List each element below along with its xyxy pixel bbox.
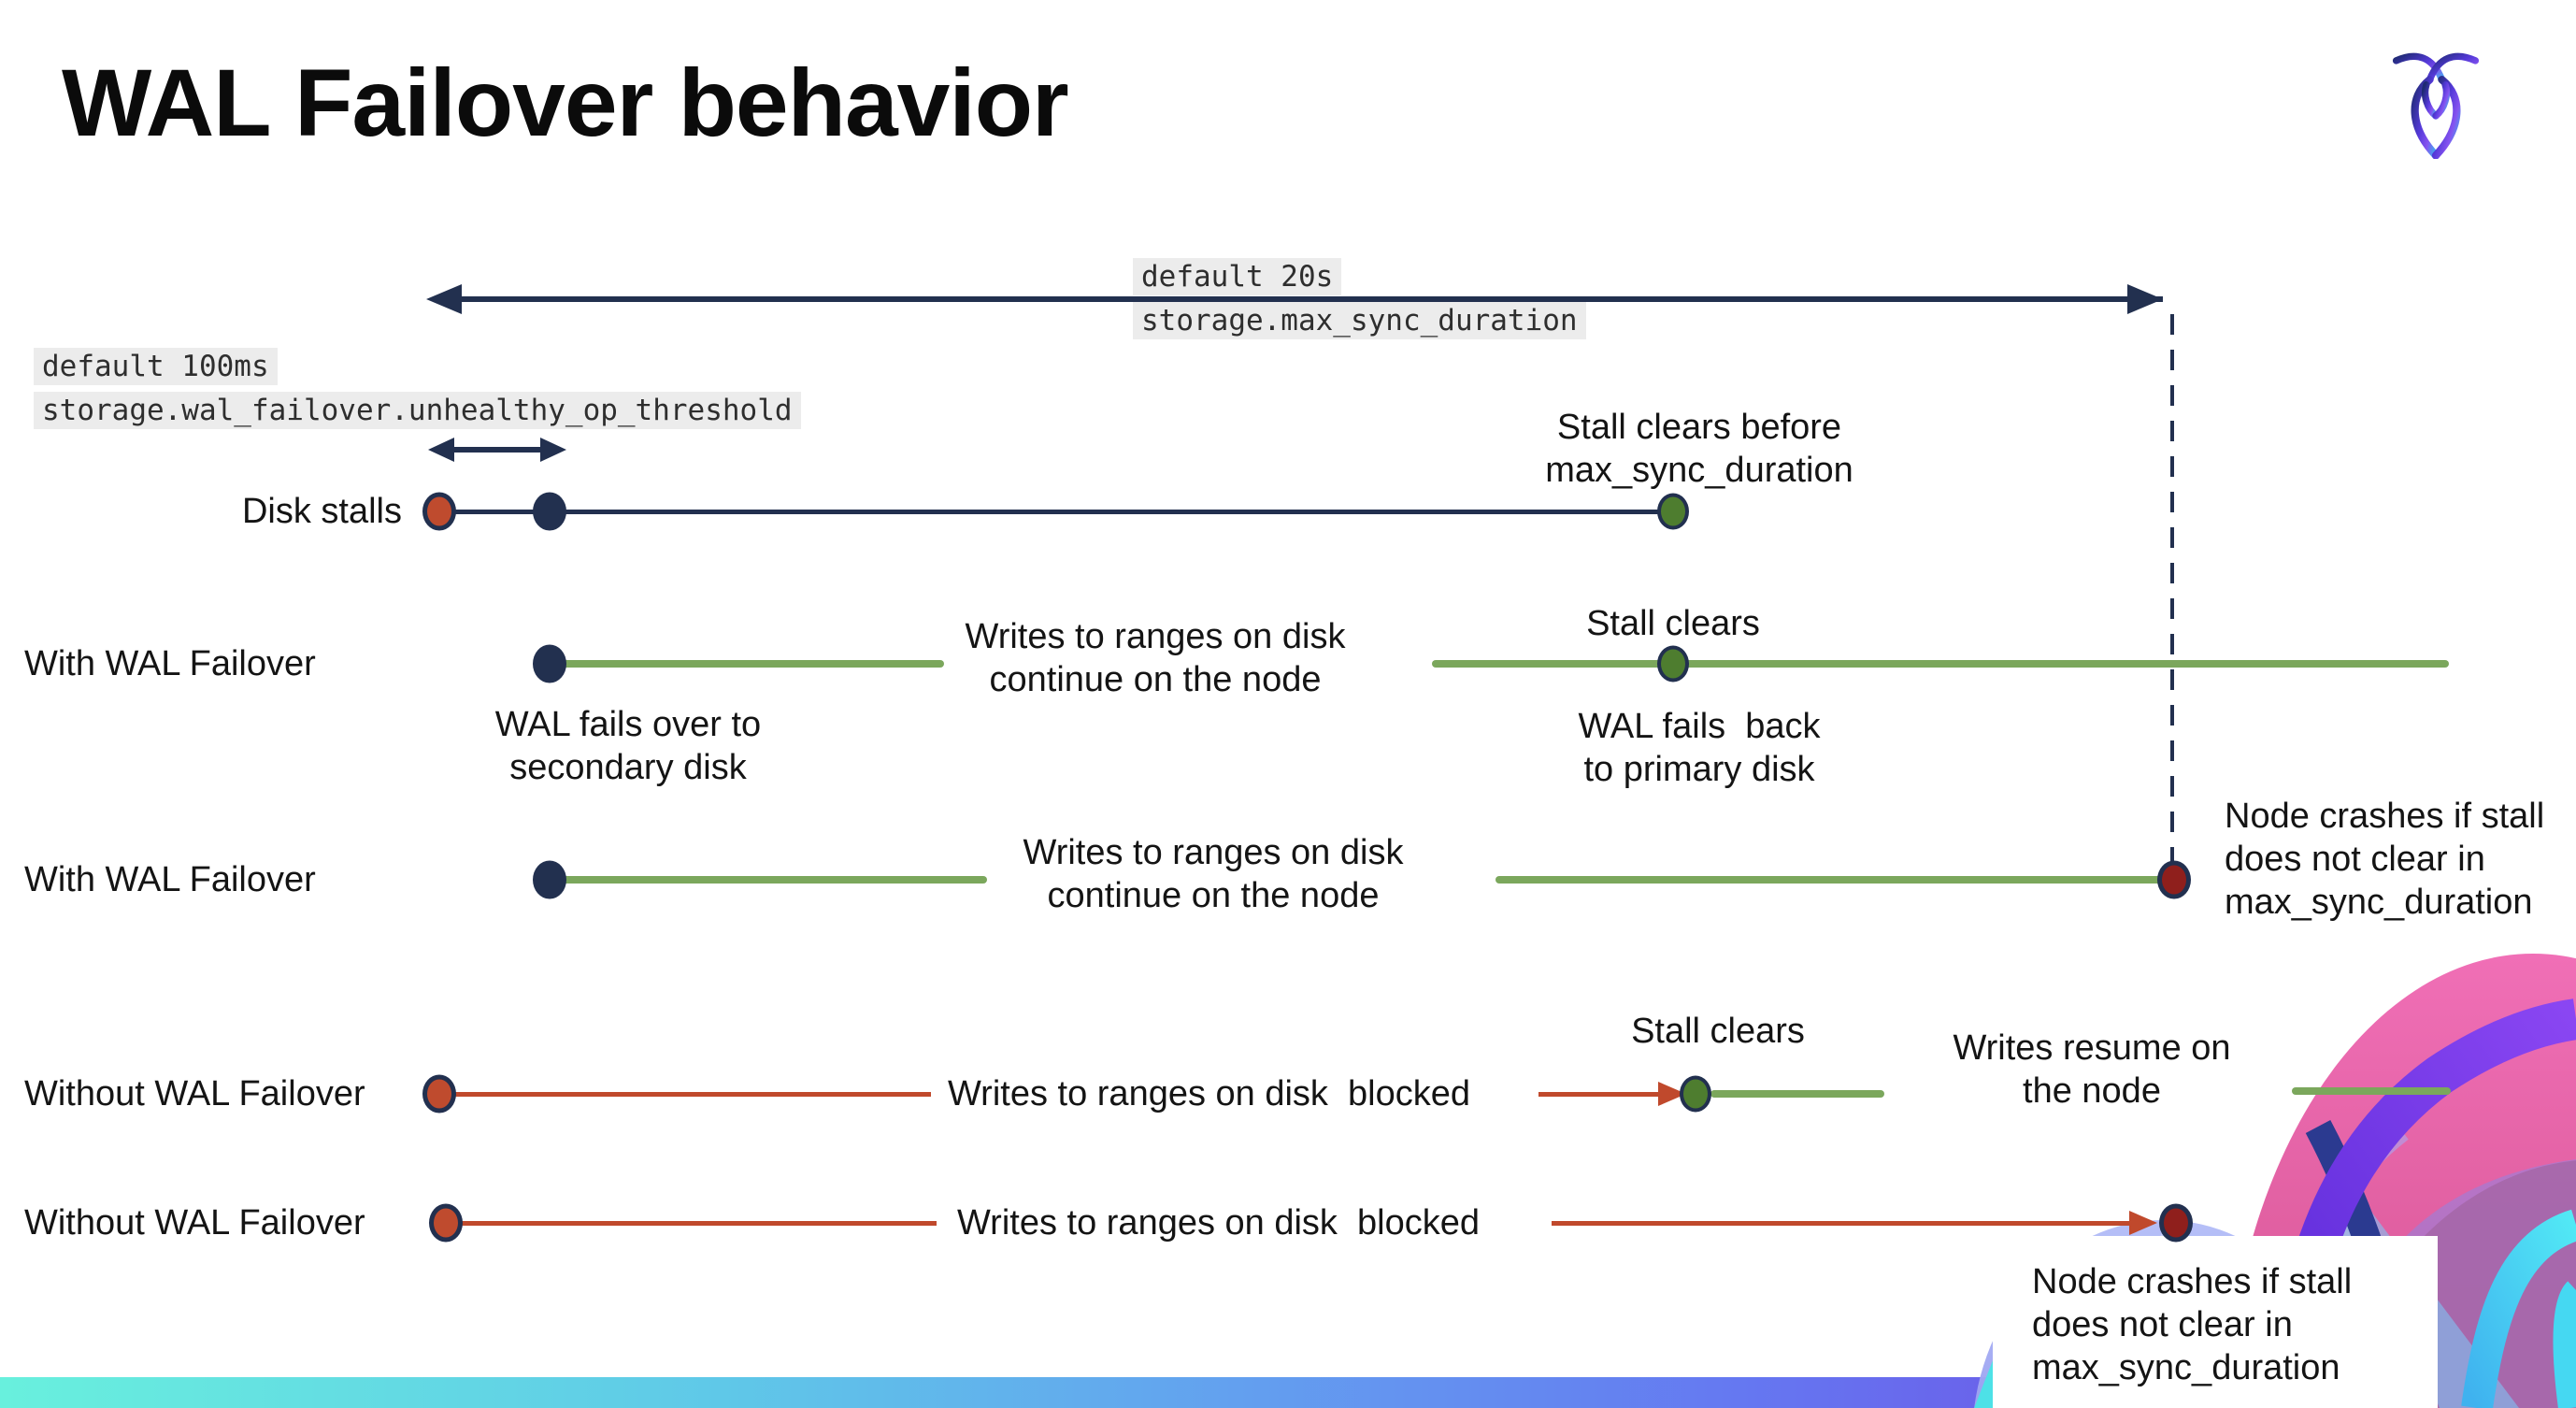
note-stall-clears-before: Stall clears before max_sync_duration — [1545, 408, 1853, 490]
note-wal-fails-back: WAL fails back to primary disk — [1578, 707, 1821, 789]
note-wal-fails-over: WAL fails over to secondary disk — [494, 705, 762, 787]
threshold-config-label: default 100ms storage.wal_failover.unhea… — [34, 348, 801, 429]
healthy-writes-line — [1684, 660, 2449, 668]
blocked-writes-line — [1552, 1221, 2129, 1226]
threshold-arrow-line — [443, 447, 550, 453]
blocked-writes-line — [1538, 1092, 1658, 1097]
arrow-left-icon — [428, 438, 454, 462]
note-writes-blocked: Writes to ranges on disk blocked — [957, 1203, 1481, 1243]
failover-threshold-dot — [533, 492, 566, 531]
healthy-writes-line — [563, 660, 944, 668]
row-label-without-wal-failover-2: Without WAL Failover — [24, 1203, 365, 1243]
threshold-setting-label: storage.wal_failover.unhealthy_op_thresh… — [34, 392, 801, 429]
disk-stalls-timeline — [439, 510, 1673, 514]
note-node-crashes: Node crashes if stall does not clear in … — [2032, 1262, 2353, 1387]
crash-note-box: Node crashes if stall does not clear in … — [1993, 1236, 2438, 1408]
failover-dot — [533, 644, 566, 683]
disk-stall-start-dot — [422, 492, 456, 531]
healthy-writes-line — [1496, 876, 2167, 884]
healthy-writes-line — [1710, 1090, 1884, 1098]
healthy-writes-line — [1432, 660, 1664, 668]
blocked-writes-line — [452, 1092, 931, 1097]
dashed-crash-line — [2170, 314, 2174, 862]
arrow-right-icon — [2129, 1211, 2157, 1235]
healthy-writes-line — [2292, 1087, 2451, 1095]
note-stall-clears: Stall clears — [1586, 604, 1760, 643]
arrow-right-icon — [540, 438, 566, 462]
disk-stall-start-dot — [422, 1074, 456, 1113]
note-writes-resume: Writes resume on the node — [1953, 1028, 2231, 1111]
stall-clears-dot — [1657, 493, 1689, 530]
max-sync-duration-arrow-line — [439, 296, 2163, 302]
node-crash-dot — [2157, 860, 2191, 899]
cockroachdb-logo-icon — [2392, 52, 2480, 159]
arrow-left-icon — [426, 284, 462, 314]
row-label-with-wal-failover-1: With WAL Failover — [24, 644, 316, 683]
max-sync-default-label: default 20s — [1133, 258, 1342, 295]
healthy-writes-line — [563, 876, 987, 884]
blocked-writes-line — [459, 1221, 937, 1226]
threshold-default-label: default 100ms — [34, 348, 278, 385]
stall-clears-dot — [1657, 645, 1689, 682]
failover-dot — [533, 860, 566, 899]
row-label-with-wal-failover-2: With WAL Failover — [24, 860, 316, 899]
note-node-crashes: Node crashes if stall does not clear in … — [2225, 797, 2545, 922]
max-sync-config-label: default 20s storage.max_sync_duration — [1133, 258, 1586, 339]
arrow-right-icon — [2127, 284, 2163, 314]
page-title: WAL Failover behavior — [62, 50, 1069, 156]
note-writes-continue: Writes to ranges on disk continue on the… — [965, 617, 1346, 699]
row-label-disk-stalls: Disk stalls — [241, 492, 402, 531]
note-stall-clears: Stall clears — [1631, 1012, 1805, 1051]
disk-stall-start-dot — [429, 1203, 463, 1243]
max-sync-setting-label: storage.max_sync_duration — [1133, 302, 1586, 339]
row-label-without-wal-failover-1: Without WAL Failover — [24, 1074, 365, 1113]
note-writes-blocked: Writes to ranges on disk blocked — [948, 1074, 1471, 1113]
node-crash-dot — [2159, 1203, 2193, 1243]
note-writes-continue: Writes to ranges on disk continue on the… — [1023, 833, 1404, 915]
stall-clears-dot — [1680, 1075, 1711, 1113]
